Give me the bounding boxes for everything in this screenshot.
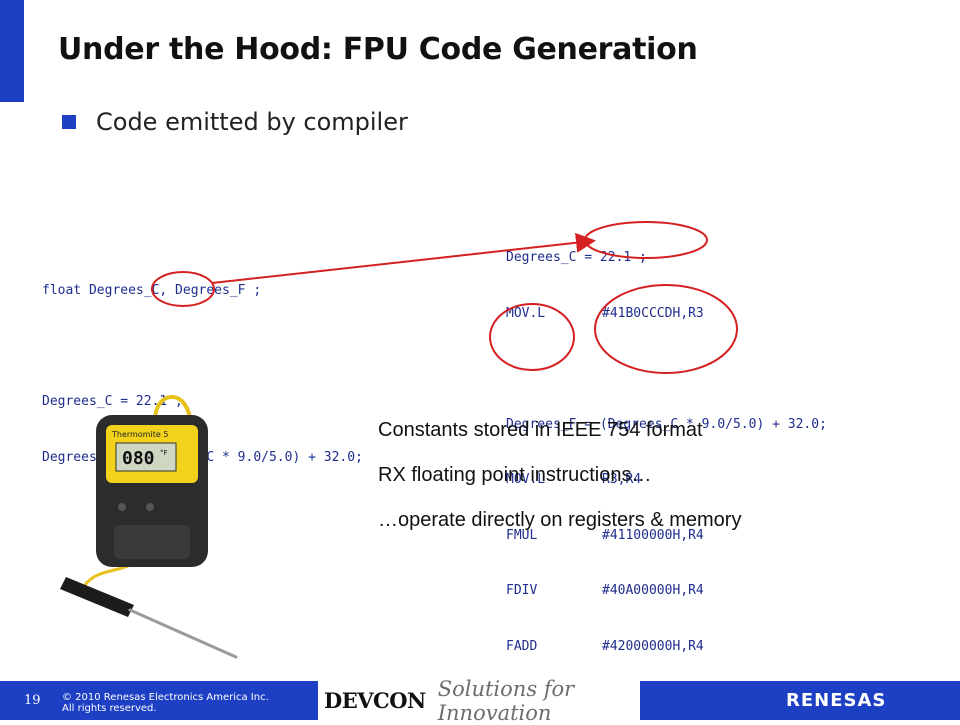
probe-tip xyxy=(128,608,238,659)
mode-switch-icon xyxy=(146,503,154,511)
asm-opcode: FDIV xyxy=(506,583,538,598)
asm-opcode: MOV.L xyxy=(506,305,546,321)
asm-operands: #42000000H,R4 xyxy=(602,638,704,654)
code-line: float Degrees_C, Degrees_F ; xyxy=(42,283,262,298)
asm-opcode: MOV.L xyxy=(506,472,546,487)
copyright-line: All rights reserved. xyxy=(62,703,157,714)
asm-operands: #41B0CCCDH,R3 xyxy=(602,305,704,321)
note-line: …operate directly on registers & memory xyxy=(378,509,742,531)
bullet-item: Code emitted by compiler xyxy=(62,108,408,136)
meter-unit: °F xyxy=(160,449,168,457)
note-line: RX floating point instructions… xyxy=(378,464,652,486)
title-accent-bar xyxy=(0,0,24,102)
square-bullet-icon xyxy=(62,115,76,129)
asm-statement-comment: Degrees_F = (Degrees_C * 9.0/5.0) + 32.0… xyxy=(506,416,827,432)
slide-title: Under the Hood: FPU Code Generation xyxy=(58,32,698,67)
asm-operands: #41100000H,R4 xyxy=(602,527,704,543)
asm-opcode: FADD xyxy=(506,638,538,654)
meter-brand-label: Thermomite 5 xyxy=(111,430,168,439)
asm-instruction: FDIV #40A00000H,R4 xyxy=(506,582,827,601)
asm-operands: R3,R4 xyxy=(602,472,642,487)
meter-reading: 080 xyxy=(122,448,155,469)
event-tagline: Solutions for Innovation xyxy=(437,676,575,725)
code-line xyxy=(42,338,363,357)
footer-center-panel: DEVCON Solutions for Innovation xyxy=(318,677,640,725)
asm-instruction: MOV.L #41B0CCCDH,R3 xyxy=(506,305,827,324)
asm-instruction: MOV.L R3,R4 xyxy=(506,471,827,490)
footer-right-panel: RENESAS xyxy=(640,681,960,720)
footer-left-panel: 19 © 2010 Renesas Electronics America In… xyxy=(0,681,318,720)
devcon-logo: DEVCON xyxy=(324,688,426,713)
renesas-logo: RENESAS xyxy=(786,690,887,711)
bullet-text: Code emitted by compiler xyxy=(96,108,408,136)
thermometer-photo: Thermomite 5 080 °F xyxy=(60,394,238,659)
asm-instruction: FADD #42000000H,R4 xyxy=(506,638,827,657)
power-switch-icon xyxy=(118,503,126,511)
slide-footer: 19 © 2010 Renesas Electronics America In… xyxy=(0,677,960,725)
asm-instruction: FMUL #41100000H,R4 xyxy=(506,527,827,546)
copyright-notice: © 2010 Renesas Electronics America Inc. … xyxy=(62,692,269,714)
page-number: 19 xyxy=(24,693,41,708)
asm-opcode: FMUL xyxy=(506,527,538,543)
probe-handle xyxy=(60,577,134,617)
asm-blank-line xyxy=(506,360,827,379)
asm-operands: #40A00000H,R4 xyxy=(602,583,704,598)
copyright-line: © 2010 Renesas Electronics America Inc. xyxy=(62,692,269,703)
meter-lcd xyxy=(115,442,177,472)
explanation-notes: Constants stored in IEEE 754 format RX f… xyxy=(378,416,741,551)
note-line: Constants stored in IEEE 754 format xyxy=(378,419,703,441)
asm-statement-comment: Degrees_C = 22.1 ; xyxy=(506,250,647,265)
